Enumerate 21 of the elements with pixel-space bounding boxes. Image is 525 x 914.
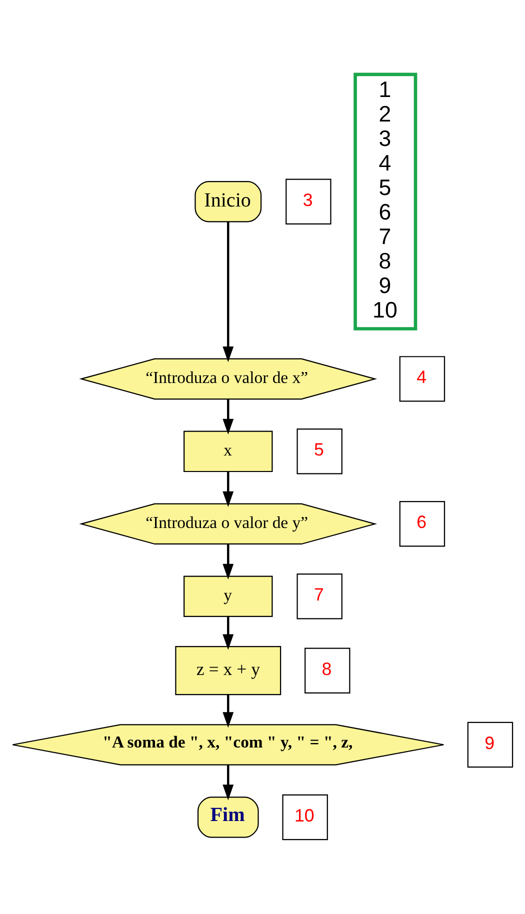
node-box: z = x + y [175,646,282,696]
node-box: 3 [286,178,332,224]
arrow [222,616,234,650]
node-box: 4 [399,356,446,402]
arrow [222,544,234,580]
node-box: 10 [282,794,328,840]
node-box: 1 2 3 4 5 6 7 8 9 10 [354,72,418,330]
arrow [222,694,234,728]
node-box: 5 [296,428,342,474]
node-box: 7 [296,574,342,620]
node-box: 6 [399,501,446,547]
node-box: y [184,576,273,618]
node-box: 8 [304,648,350,694]
node-box: x [184,430,273,472]
arrow [222,399,234,435]
arrow [222,765,234,800]
node-box: 9 [467,722,514,768]
node-box: Inicio [194,180,262,222]
arrow [222,472,234,507]
node-box: Fim [197,796,259,838]
arrow [222,222,234,362]
